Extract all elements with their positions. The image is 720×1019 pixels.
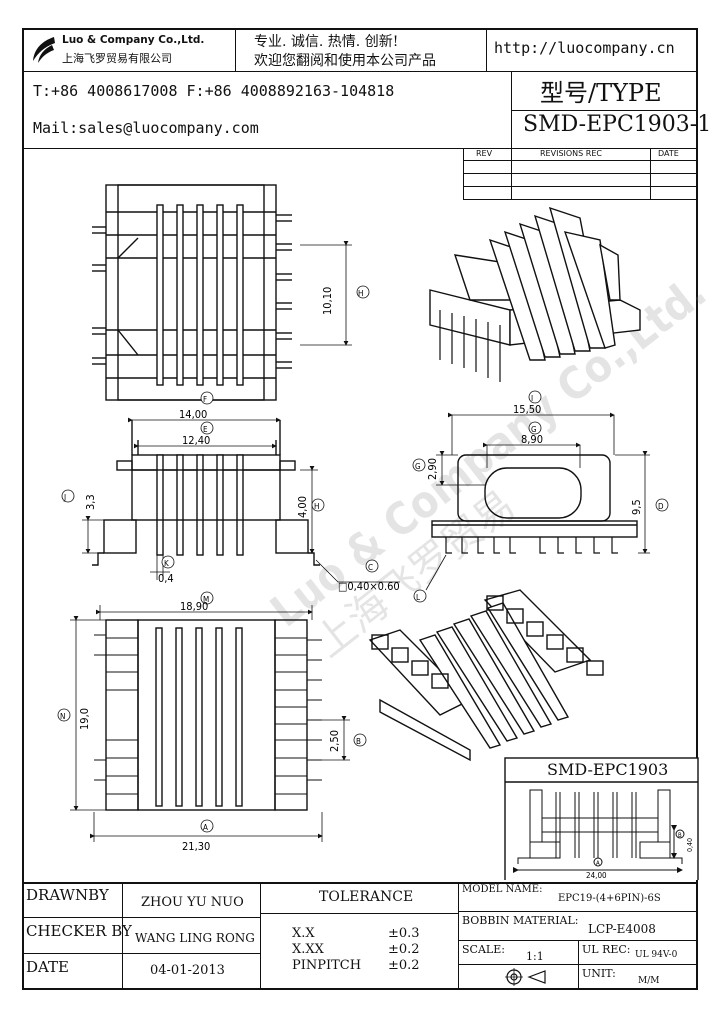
inset-label-a: A [596,860,600,867]
dim-d-value: 9,5 [630,499,643,515]
bottom-view [94,619,322,811]
dim-j-value: 3,3 [84,494,97,510]
dim-f [128,391,281,449]
dim-h-value: 10,10 [321,287,334,315]
label-i: I [531,394,533,403]
label-f: F [203,395,207,404]
dim-i [448,390,615,468]
website-link[interactable]: http://luocompany.cn [494,39,675,57]
label-l: L [416,593,420,602]
phone-fax-text: T:+86 4008617008 F:+86 4008892163-104818 [33,82,395,100]
projection-symbol-icon [505,968,546,986]
inset-title: SMD-EPC1903 [547,760,669,779]
tol-row-3-value: ±0.2 [388,958,420,973]
drawn-by-value: ZHOU YU NUO [141,895,244,910]
dim-k-value: 0,4 [158,572,174,585]
company-logo-icon [33,37,55,63]
unit-label: UNIT: [582,967,616,980]
side-view [431,454,638,554]
dim-h2-value: 4,00 [296,496,309,518]
dim-a-value: 21,30 [182,840,210,853]
top-view [92,184,292,401]
checker-value: WANG LING RONG [135,931,255,945]
scale-value: 1:1 [526,950,544,963]
dim-b [322,716,367,761]
isometric-view-bottom [368,589,604,762]
label-n: N [60,712,65,721]
dim-m [96,591,313,620]
model-value: EPC19-(4+6PIN)-6S [558,893,661,904]
technical-drawing: Luo & Company Co.,Ltd. 上海飞罗贸易 [57,184,716,880]
slogan-line-1: 专业. 诚信. 热情. 创新! [254,34,399,50]
label-a: A [203,823,208,832]
isometric-view-top [429,206,641,382]
label-m: M [203,595,209,604]
company-name-cn: 上海飞罗贸易有限公司 [62,52,172,65]
dim-d [615,451,669,554]
rev-col-header: REV [476,149,493,158]
date-label: DATE [26,958,69,976]
revisions-rec-col-header: REVISIONS REC [540,149,602,158]
drawn-by-label: DRAWNBY [26,886,109,904]
date-col-header: DATE [658,149,679,158]
dim-l [413,554,447,603]
dim-f-value: 14,00 [179,408,207,421]
bobbin-label: BOBBIN MATERIAL: [462,914,579,927]
inset-view [504,757,699,880]
label-h2: H [314,502,319,511]
inset-label-b: B [678,832,682,839]
dim-n-value: 19,0 [78,708,91,730]
tol-row-2-value: ±0.2 [388,942,420,957]
checker-label: CHECKER BY [26,922,132,940]
dim-k [150,555,175,580]
dim-j [61,489,104,554]
dim-c-value: □0,40×0.60 [338,580,400,593]
ul-value: UL 94V-0 [635,950,678,960]
label-g: G [531,425,537,434]
slogan-line-2: 欢迎您翻阅和使用本公司产品 [254,53,436,69]
tol-row-3-label: PINPITCH [292,958,362,973]
dim-e-value: 12,40 [182,434,210,447]
dim-a [90,812,323,842]
label-e: E [203,425,208,434]
dim-i-value: 15,50 [513,403,541,416]
ul-label: UL REC: [582,943,631,956]
dim-h [300,241,370,346]
dim-g2 [412,451,485,486]
dim-c [315,559,400,583]
dim-n [57,616,106,811]
tol-row-1-value: ±0.3 [388,926,420,941]
type-value: SMD-EPC1903-1 [523,112,712,137]
label-j: J [63,493,66,502]
type-label: 型号/TYPE [540,79,662,107]
unit-value: M/M [638,976,660,986]
front-view [92,420,320,566]
dim-m-value: 18,90 [180,600,208,613]
date-value: 04-01-2013 [150,963,225,978]
inset-width: 24,00 [586,871,607,880]
mail-text[interactable]: Mail:sales@luocompany.com [33,119,259,137]
tol-row-1-label: X.X [292,926,315,941]
tolerance-label: TOLERANCE [319,889,414,905]
dim-b-value: 2,50 [328,730,341,752]
scale-label: SCALE: [462,943,505,956]
label-c: C [368,563,373,572]
label-d: D [658,502,664,511]
tol-row-2-label: X.XX [292,942,324,957]
model-label: MODEL NAME: [462,884,543,895]
dim-g2-value: 2,90 [426,458,439,480]
dim-h2 [300,466,325,554]
company-name-en: Luo & Company Co.,Ltd. [62,34,205,46]
label-h: H [358,289,363,298]
label-b: B [356,737,361,746]
inset-height: 0,40 [686,838,694,852]
bobbin-value: LCP-E4008 [588,922,656,936]
label-g2: G [415,462,421,471]
label-k: K [164,559,169,568]
dim-g-value: 8,90 [521,433,543,446]
